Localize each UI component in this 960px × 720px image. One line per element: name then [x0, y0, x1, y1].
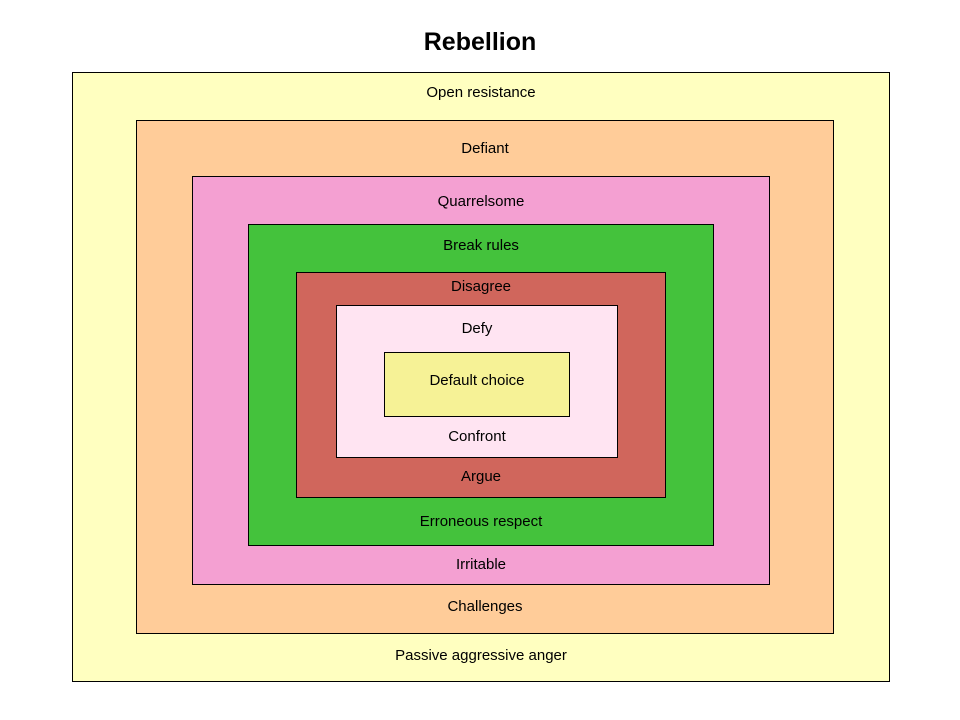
layer-3-top-label: Quarrelsome: [437, 193, 525, 210]
layer-1-top-label: Open resistance: [426, 84, 536, 101]
layer-4-top-label: Break rules: [443, 237, 519, 254]
layer-6-bottom-label: Confront: [448, 428, 506, 445]
center-box: Default choice: [384, 352, 570, 417]
layer-4-bottom-label: Erroneous respect: [419, 513, 543, 530]
diagram-title: Rebellion: [423, 28, 537, 56]
layer-2-top-label: Defiant: [461, 140, 509, 157]
layer-1-bottom-label: Passive aggressive anger: [395, 647, 567, 664]
center-label: Default choice: [429, 372, 525, 389]
layer-5-bottom-label: Argue: [460, 468, 502, 485]
layer-5-top-label: Disagree: [450, 278, 512, 295]
layer-6-top-label: Defy: [461, 320, 493, 337]
layer-3-bottom-label: Irritable: [455, 556, 507, 573]
layer-2-bottom-label: Challenges: [447, 598, 523, 615]
